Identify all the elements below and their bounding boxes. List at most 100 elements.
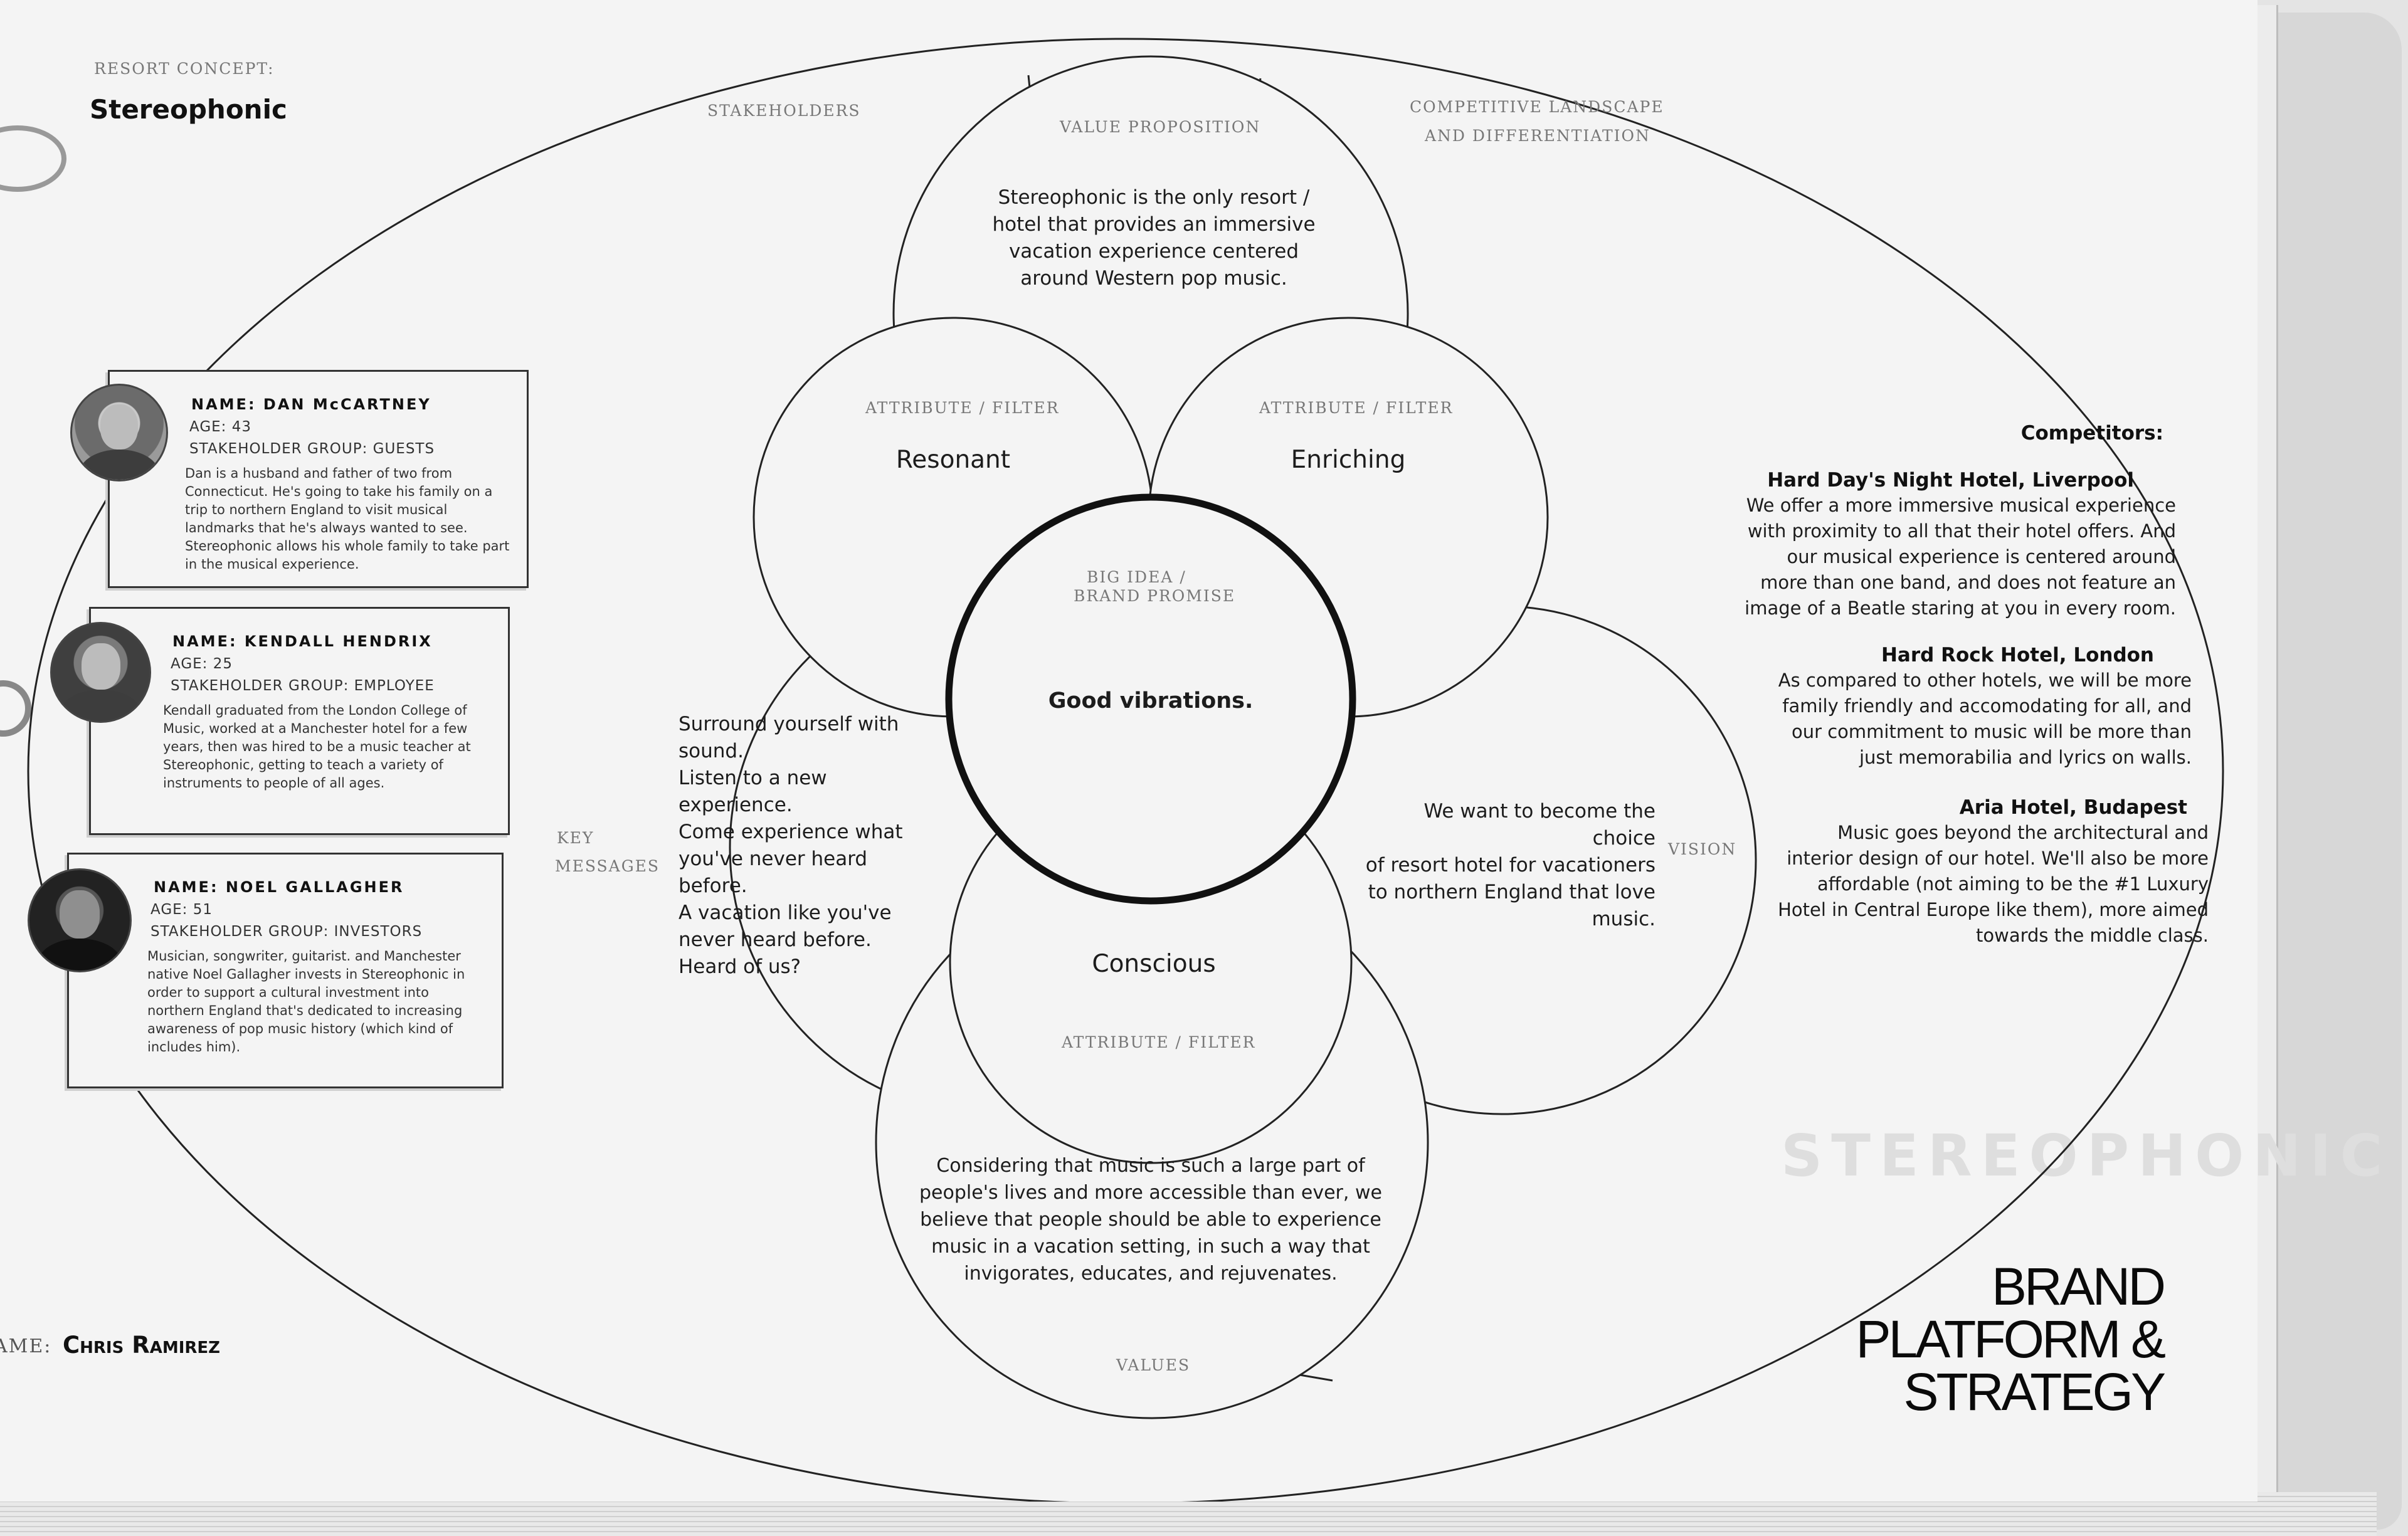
text-line: experience. [679,794,793,816]
text-line: Come experience what [679,821,903,843]
text-line: affordable (not aiming to be the #1 Luxu… [1817,873,2209,895]
big-idea-circle [945,493,1356,905]
competitor-description: We offer a more immersive musical experi… [1612,493,2176,621]
stakeholder-age: AGE: 25 [171,656,233,672]
stakeholder-description: Kendall graduated from the London Colleg… [163,703,471,791]
text-line: Listen to a new [679,767,827,789]
competitors-heading: Competitors: [2020,422,2163,444]
stakeholder-age: AGE: 43 [189,419,252,435]
stakeholder-name: NAME: KENDALL HENDRIX [172,633,433,650]
text-line: Hotel in Central Europe like them), more… [1778,899,2209,920]
brand-line: STRATEGY [1903,1362,2166,1421]
brand-platform-diagram [28,38,2224,1502]
text-line: Music goes beyond the architectural and [1837,822,2209,843]
text-line: Stereophonic is the only resort / [998,186,1310,209]
text-line: interior design of our hotel. We'll also… [1787,848,2209,869]
avatar-shoulders [80,450,159,480]
enriching-attribute: Enriching [1291,446,1406,474]
outer-oval [28,38,2224,1502]
stakeholders-label: STAKEHOLDERS [707,102,861,120]
stakeholder-group: STAKEHOLDER GROUP: GUESTS [189,441,435,457]
text-line: invigorates, educates, and rejuvenates. [964,1263,1338,1285]
binder-ring-icon [0,680,31,737]
student-name-label: AME: [0,1335,52,1357]
competitor-name: Hard Day's Night Hotel, Liverpool [1767,469,2134,492]
big-idea-label-line2: BRAND PROMISE [1074,587,1236,605]
text-line: believe that people should be able to ex… [920,1209,1381,1231]
competitive-label-line1: COMPETITIVE LANDSCAPE [1410,98,1664,116]
text-line: with proximity to all that their hotel o… [1747,520,2176,542]
text-line: As compared to other hotels, we will be … [1778,670,2192,691]
avatar-shoulders [37,938,122,971]
text-line: to northern England that love [1368,881,1656,903]
stakeholder-name: NAME: NOEL GALLAGHER [154,878,404,896]
competitor-name: Hard Rock Hotel, London [1881,644,2154,666]
text-line: image of a Beatle staring at you in ever… [1745,597,2176,619]
key-messages-text: Surround yourself with sound. Listen to … [679,711,942,981]
text-line: our musical experience is centered aroun… [1787,546,2176,567]
text-line: of resort hotel for vacationers [1365,854,1656,876]
text-line: our commitment to music will be more tha… [1791,721,2192,742]
text-line: vacation experience centered [1008,240,1299,263]
text-line: We offer a more immersive musical experi… [1746,495,2176,516]
avatar-face [81,643,120,690]
text-line: around Western pop music. [1020,267,1287,290]
values-text: Considering that music is such a large p… [903,1152,1398,1287]
stakeholder-group: STAKEHOLDER GROUP: INVESTORS [150,923,423,940]
values-label: VALUES [1116,1356,1191,1374]
text-line: music in a vacation setting, in such a w… [931,1236,1370,1258]
key-messages-label-line2: MESSAGES [555,857,660,875]
avatar-face [100,404,138,450]
big-idea-label-line1: BIG IDEA / [1087,568,1186,586]
competitor-description: Music goes beyond the architectural and … [1644,820,2209,949]
stakeholder-description: Musician, songwriter, guitarist. and Man… [147,949,465,1055]
stakeholder-avatar [70,384,168,481]
text-line: people's lives and more accessible than … [919,1182,1382,1204]
binder-ring-icon [0,125,66,192]
stakeholder-avatar [28,868,132,972]
concept-title: Stereophonic [90,94,287,125]
stakeholder-card: NAME: KENDALL HENDRIX AGE: 25 STAKEHOLDE… [89,607,510,835]
resonant-attribute: Resonant [895,446,1011,474]
text-line: Considering that music is such a large p… [936,1155,1365,1177]
value-proposition-label: VALUE PROPOSITION [1060,118,1261,136]
key-messages-label-line1: KEY [557,829,594,847]
text-line: sound. [679,740,744,762]
stakeholder-age: AGE: 51 [150,902,213,918]
worksheet-page: STEREOPHONIC RESORT CONCEPT: Stereophoni… [0,0,2258,1502]
text-line: towards the middle class. [1975,925,2209,946]
brand-platform-logo: BRAND PLATFORM & STRATEGY [1856,1257,2166,1421]
value-proposition-text: Stereophonic is the only resort / hotel … [963,184,1345,292]
resonant-filter-label: ATTRIBUTE / FILTER [865,399,1060,417]
text-line: just memorabilia and lyrics on walls. [1859,747,2192,768]
stakeholder-group: STAKEHOLDER GROUP: EMPLOYEE [171,678,435,694]
text-line: Heard of us? [679,955,801,978]
text-line: before. [679,875,747,897]
text-line: A vacation like you've [679,902,892,924]
avatar-face [60,890,100,939]
stakeholder-card: NAME: NOEL GALLAGHER AGE: 51 STAKEHOLDER… [67,853,504,1088]
text-line: you've never heard [679,848,868,870]
conscious-attribute: Conscious [1092,950,1216,978]
text-line: more than one band, and does not feature… [1760,572,2176,593]
avatar-shoulders [60,690,142,721]
text-line: family friendly and accomodating for all… [1782,695,2192,717]
student-name: Chris Ramirez [63,1332,221,1359]
stakeholder-description: Dan is a husband and father of two from … [185,466,510,572]
stakeholder-avatar [50,622,151,723]
text-line: We want to become the choice [1423,800,1656,850]
competitor-name: Aria Hotel, Budapest [1959,796,2187,819]
vision-label: VISION [1668,840,1737,858]
competitive-label-line2: AND DIFFERENTIATION [1425,127,1650,145]
big-idea-text: Good vibrations. [1048,688,1254,713]
text-line: music. [1592,908,1656,930]
stakeholder-card: NAME: DAN McCARTNEY AGE: 43 STAKEHOLDER … [108,370,529,588]
conscious-filter-label: ATTRIBUTE / FILTER [1062,1033,1256,1051]
vision-text: We want to become the choice of resort h… [1361,798,1656,933]
brand-line: BRAND [1991,1257,2166,1316]
text-line: Surround yourself with [679,713,899,735]
section-divider-top-left [1027,75,1031,88]
resort-concept-label: RESORT CONCEPT: [94,60,275,78]
competitor-description: As compared to other hotels, we will be … [1627,668,2192,771]
